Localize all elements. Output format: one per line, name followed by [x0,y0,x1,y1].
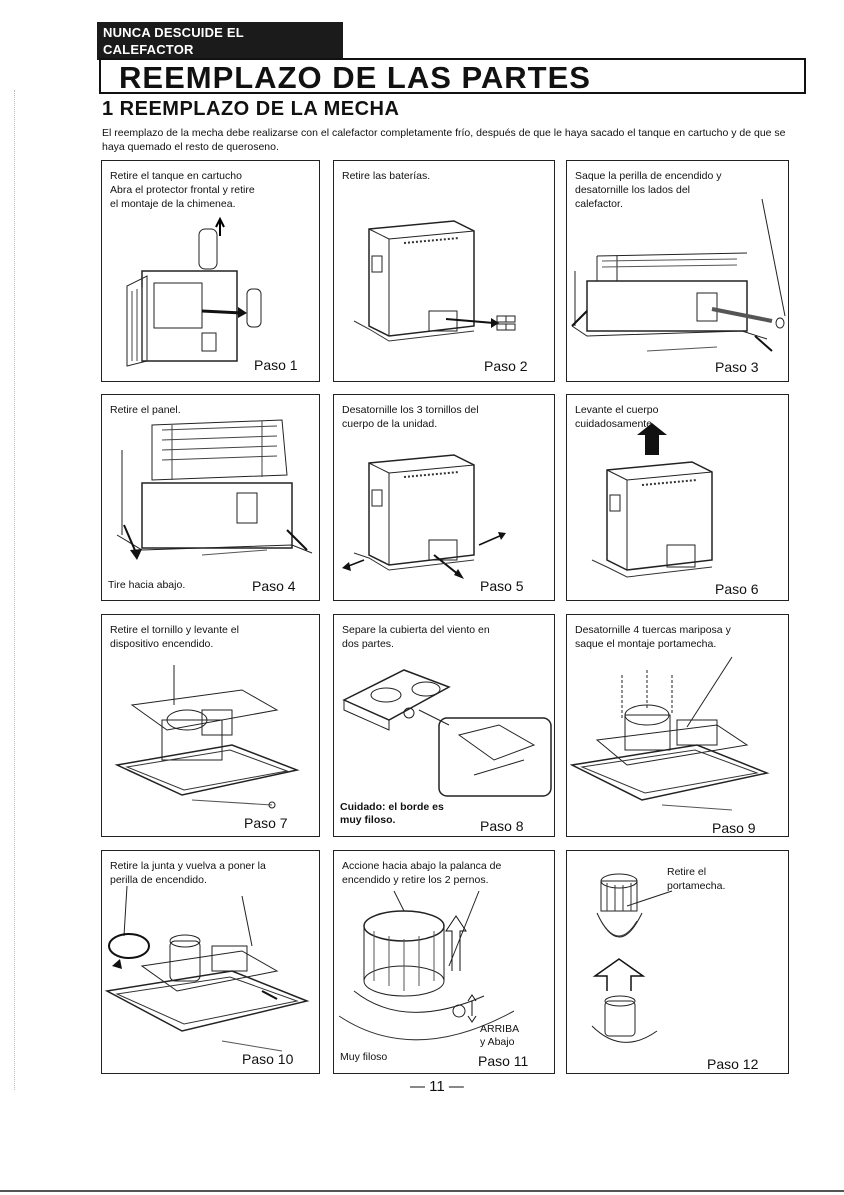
step-2-label: Paso 2 [484,358,528,374]
page-title: REEMPLAZO DE LAS PARTES [119,60,591,95]
step-3-illustration [571,198,786,352]
step-1-label: Paso 1 [254,357,298,373]
step-8-illustration [342,669,552,797]
step-7-text: Retire el tornillo y levante el disposit… [110,624,239,650]
step-11: Accione hacia abajo la palanca de encend… [333,850,555,1074]
step-11-illustration [338,890,515,1041]
step-5-text: Desatornille los 3 tornillos del cuerpo … [342,404,479,430]
step-6-text: Levante el cuerpo cuidadosamente. [575,404,659,430]
step-10-illustration [104,885,310,1052]
step-3: Saque la perilla de encendido y desatorn… [566,160,789,382]
step-9-text: Desatornille 4 tuercas mariposa y saque … [575,624,731,650]
step-2-illustration [353,220,516,342]
step-12: Retire el portamecha. Paso 12 [566,850,789,1074]
step-4-note: Tire hacia abajo. [108,579,186,591]
intro-text: El reemplazo de la mecha debe realizarse… [102,127,786,153]
step-8-warning: Cuidado: el borde es muy filoso. [340,801,444,826]
step-12-label: Paso 12 [707,1056,759,1072]
step-7: Retire el tornillo y levante el disposit… [101,614,320,837]
step-7-illustration [114,665,300,809]
step-8: Separe la cubierta del viento en dos par… [333,614,555,837]
step-10: Retire la junta y vuelva a poner la peri… [101,850,320,1074]
step-9-label: Paso 9 [712,820,756,836]
step-5-illustration [342,454,506,579]
step-5: Desatornille los 3 tornillos del cuerpo … [333,394,555,601]
step-4-text: Retire el panel. [110,404,181,416]
step-1-illustration [126,216,262,367]
scan-edge-marks [14,90,16,1090]
warning-banner: NUNCA DESCUIDE EL CALEFACTOR DURANTE SU … [97,22,343,74]
step-4-illustration [116,419,313,560]
step-8-text: Separe la cubierta del viento en dos par… [342,624,490,650]
step-4: Retire el panel. Tire hacia abajo. Paso … [101,394,320,601]
section-title: 1 REEMPLAZO DE LA MECHA [102,98,400,120]
step-3-text: Saque la perilla de encendido y desatorn… [575,170,722,210]
step-11-direction: ARRIBA y Abajo [480,1023,520,1048]
step-4-label: Paso 4 [252,578,296,594]
page-number: — 11 — [410,1078,464,1095]
step-9: Desatornille 4 tuercas mariposa y saque … [566,614,789,837]
step-7-label: Paso 7 [244,815,288,831]
step-6-label: Paso 6 [715,581,759,597]
step-12-illustration [591,873,673,1043]
step-8-label: Paso 8 [480,818,524,834]
page-title-box: REEMPLAZO DE LAS PARTES [99,58,806,95]
step-2-text: Retire las baterías. [342,170,431,182]
step-12-text: Retire el portamecha. [667,866,726,892]
step-9-illustration [569,656,770,811]
step-1: Retire el tanque en cartucho Abra el pro… [101,160,320,382]
step-6: Levante el cuerpo cuidadosamente. Paso 6 [566,394,789,601]
bottom-rule [0,1190,844,1192]
step-6-illustration [591,423,713,578]
step-11-text: Accione hacia abajo la palanca de encend… [342,860,502,886]
warning-line-2: DURANTE SU FUNCIONAMIENTO! [103,59,321,74]
warning-line-1: NUNCA DESCUIDE EL CALEFACTOR [103,25,244,57]
step-1-text: Retire el tanque en cartucho Abra el pro… [110,170,255,210]
step-10-label: Paso 10 [242,1051,294,1067]
step-2: Retire las baterías. Paso 2 [333,160,555,382]
step-11-label: Paso 11 [478,1053,529,1069]
step-5-label: Paso 5 [480,578,524,594]
step-3-label: Paso 3 [715,359,759,375]
step-11-warning: Muy filoso [340,1051,388,1063]
step-10-text: Retire la junta y vuelva a poner la peri… [110,860,266,886]
